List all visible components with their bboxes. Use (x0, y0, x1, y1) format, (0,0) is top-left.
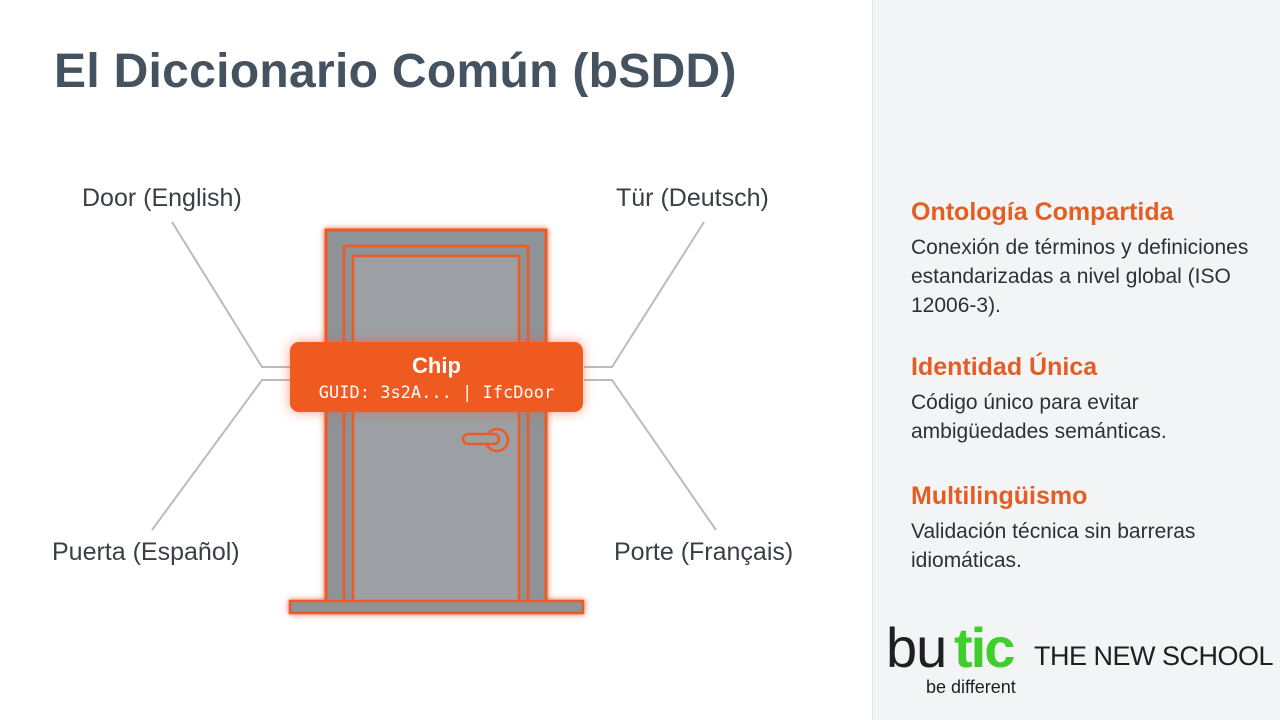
door-illustration (288, 228, 585, 615)
feature-title: Multilingüismo (911, 482, 1088, 510)
chip-badge: Chip GUID: 3s2A... | IfcDoor (290, 342, 583, 412)
feature-text: Validación técnica sin barreras idiomáti… (911, 520, 1196, 572)
connector-lines (151, 221, 717, 531)
door-leaf (351, 254, 521, 604)
label-francais: Porte (Français) (614, 538, 794, 566)
logo-school: THE NEW SCHOOL (1034, 641, 1274, 671)
main-panel: El Diccionario Común (bSDD) (52, 45, 794, 615)
door-diagram (151, 221, 717, 615)
page-title: El Diccionario Común (bSDD) (54, 45, 737, 98)
connector-bottom-left (151, 379, 292, 531)
door-handle-icon (461, 427, 510, 453)
feature-title: Ontología Compartida (911, 198, 1174, 226)
door-threshold (288, 599, 585, 615)
connector-bottom-right (584, 379, 717, 531)
label-english: Door (English) (82, 184, 242, 212)
logo-tagline: be different (926, 677, 1016, 697)
label-espanol: Puerta (Español) (52, 538, 240, 566)
logo-bu: bu (886, 616, 947, 679)
logo-tic: tic (954, 616, 1015, 679)
chip-guid: GUID: 3s2A... | IfcDoor (318, 383, 555, 403)
chip-title: Chip (412, 353, 461, 378)
connector-top-right (584, 221, 705, 368)
butic-logo: bu tic THE NEW SCHOOL be different (886, 616, 1274, 700)
feature-title: Identidad Única (911, 353, 1098, 381)
label-deutsch: Tür (Deutsch) (616, 184, 769, 212)
connector-top-left (171, 221, 292, 368)
feature-identidad: Identidad Única Código único para evitar… (911, 352, 1251, 446)
feature-text: Conexión de términos y definiciones esta… (911, 236, 1249, 317)
feature-multilinguismo: Multilingüismo Validación técnica sin ba… (911, 481, 1251, 575)
feature-text: Código único para evitar ambigüedades se… (911, 391, 1167, 443)
feature-ontologia: Ontología Compartida Conexión de término… (911, 197, 1251, 320)
sidebar-panel (872, 0, 1280, 720)
